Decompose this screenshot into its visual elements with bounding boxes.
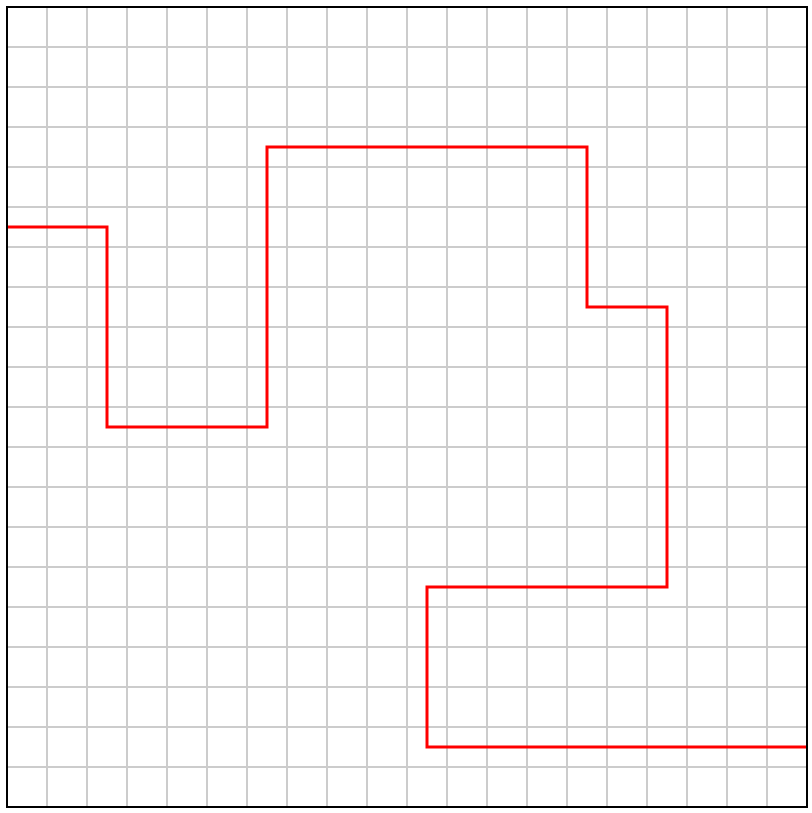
red-path [7,145,807,749]
grid-lines [7,7,807,807]
board-border [6,6,808,808]
